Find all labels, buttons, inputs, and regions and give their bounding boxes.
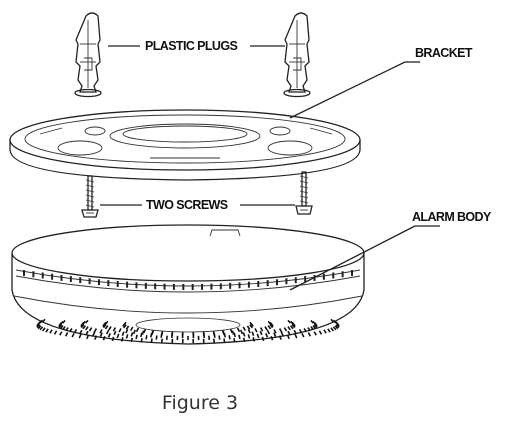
figure-caption: Figure 3	[161, 392, 239, 414]
screw-left	[81, 175, 99, 218]
callout-alarm-body: ALARM BODY	[289, 210, 493, 291]
plastic-plug-left	[74, 12, 102, 98]
bracket	[9, 109, 361, 181]
callout-bracket: BRACKET	[289, 46, 473, 119]
screw-right	[295, 171, 313, 215]
plastic-plug-right	[283, 12, 311, 98]
sounder-grille	[36, 318, 340, 344]
vent-slots	[23, 270, 353, 290]
label-plastic-plugs: PLASTIC PLUGS	[145, 39, 237, 53]
alarm-body	[11, 224, 365, 345]
callout-plastic-plugs: PLASTIC PLUGS	[108, 39, 285, 53]
label-two-screws: TWO SCREWS	[146, 198, 228, 212]
callout-two-screws: TWO SCREWS	[100, 198, 295, 212]
label-alarm-body: ALARM BODY	[412, 210, 492, 224]
label-bracket: BRACKET	[415, 46, 473, 60]
